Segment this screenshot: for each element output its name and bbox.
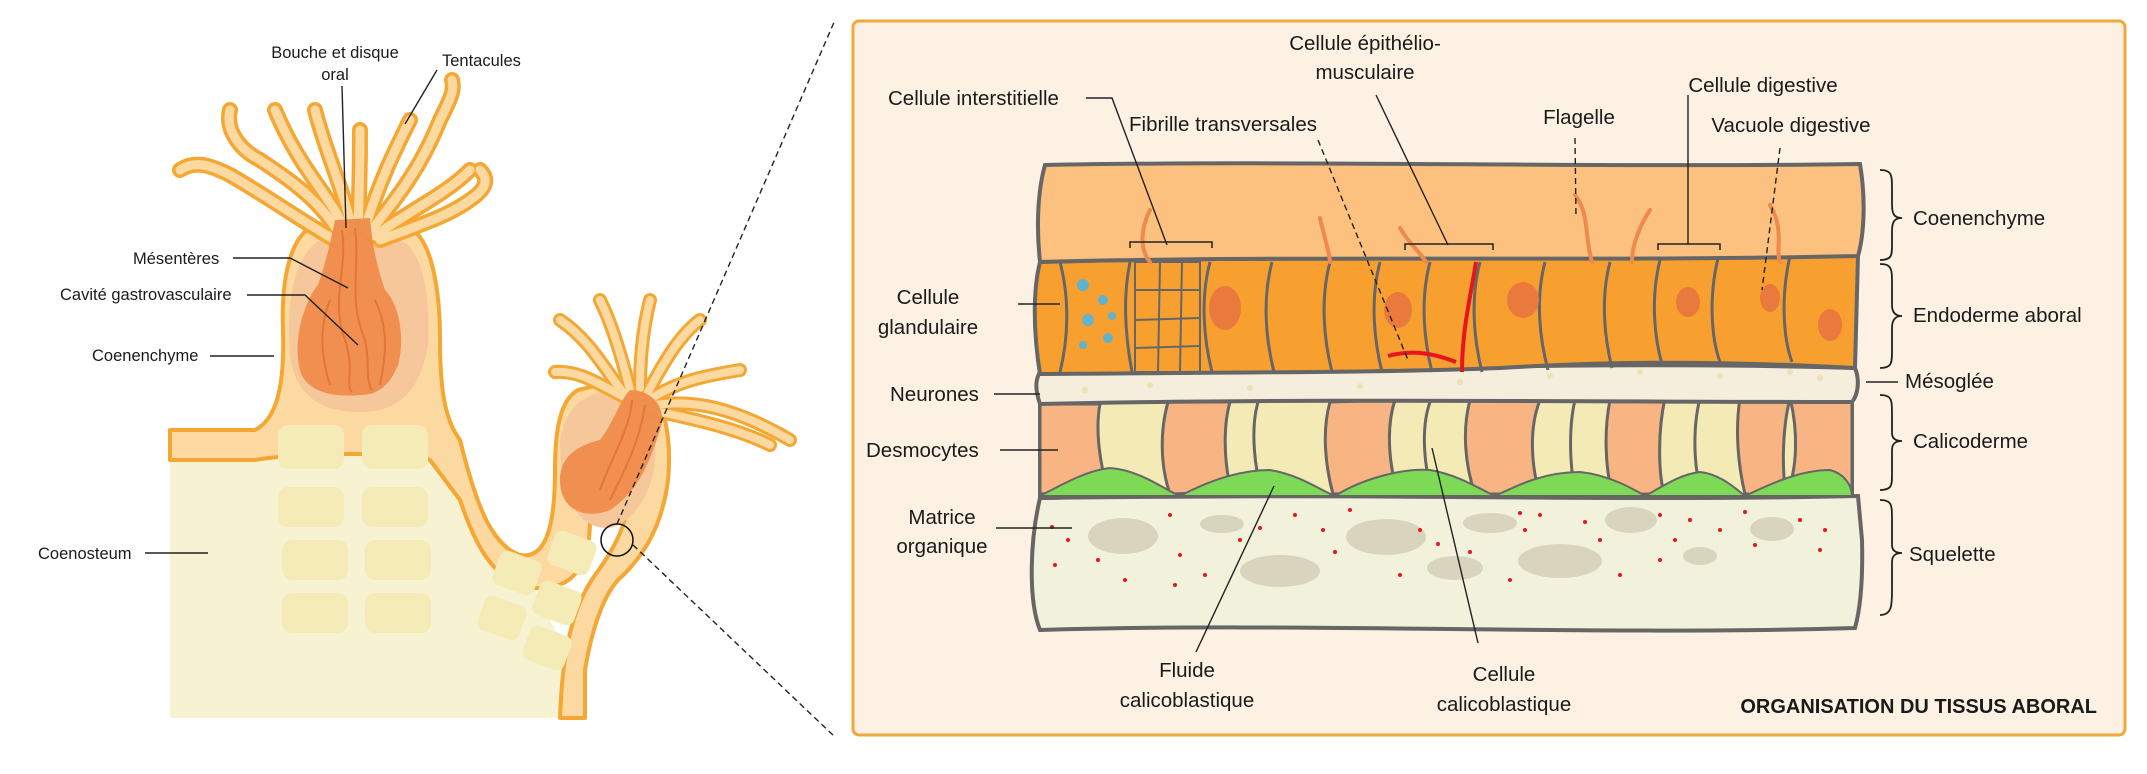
label-desmocytes: Desmocytes xyxy=(866,439,979,462)
label-digestive: Cellule digestive xyxy=(1688,74,1837,97)
mesenteries-right xyxy=(560,390,662,514)
zoom-line-top xyxy=(616,19,836,525)
cell-nuclei xyxy=(1209,282,1842,341)
label-glandulaire-2: glandulaire xyxy=(878,316,978,339)
organic-matrix-dots xyxy=(1050,508,1827,587)
skeleton-blocks xyxy=(278,425,597,671)
label-calicoblastique: Cellule xyxy=(1473,663,1536,686)
label-bouche-2: oral xyxy=(321,66,349,84)
tissue-section xyxy=(1029,161,1866,633)
layer-braces xyxy=(1879,169,1903,616)
label-mesenteres: Mésentères xyxy=(133,250,219,268)
label-coenenchyme: Coenenchyme xyxy=(92,347,198,365)
label-calicoblastique-2: calicoblastique xyxy=(1437,693,1571,716)
layer-label-mesoglee: Mésoglée xyxy=(1905,370,1994,393)
label-epithelio-2: musculaire xyxy=(1315,61,1414,84)
zoom-line-bottom xyxy=(632,544,836,738)
label-matrice: Matrice xyxy=(908,506,975,529)
label-fluide: Fluide xyxy=(1159,659,1215,682)
label-cavite: Cavité gastrovasculaire xyxy=(60,286,232,304)
interstitial-cells xyxy=(1134,261,1201,373)
label-vacuole: Vacuole digestive xyxy=(1711,114,1870,137)
panel-title: ORGANISATION DU TISSUS ABORAL xyxy=(1740,696,2097,718)
label-fibrille: Fibrille transversales xyxy=(1129,113,1317,136)
tissue-labels: Cellule interstitielle Fibrille transver… xyxy=(866,32,2097,718)
cell-brackets xyxy=(1129,241,1721,250)
label-flagelle: Flagelle xyxy=(1543,106,1615,129)
layer-label-squelette: Squelette xyxy=(1909,543,1996,566)
label-neurones: Neurones xyxy=(890,383,979,406)
gland-cell-granules xyxy=(1077,279,1116,349)
label-glandulaire: Cellule xyxy=(897,286,960,309)
label-interstitielle: Cellule interstitielle xyxy=(888,87,1059,110)
layer-label-endoderme: Endoderme aboral xyxy=(1913,304,2082,327)
tissue-leaders xyxy=(994,94,1781,653)
label-bouche: Bouche et disque xyxy=(271,44,399,62)
coral-labels: Bouche et disque oral Tentacules Mésentè… xyxy=(38,44,521,563)
label-matrice-2: organique xyxy=(896,535,987,558)
layer-label-coenenchyme: Coenenchyme xyxy=(1913,207,2045,230)
fibrils xyxy=(1387,261,1478,373)
label-coenosteum: Coenosteum xyxy=(38,545,132,563)
coral-illustration xyxy=(168,72,797,720)
calicoblastic-fluid xyxy=(1039,466,1854,498)
flagella xyxy=(1140,193,1782,264)
layer-label-calicoderme: Calicoderme xyxy=(1913,430,2028,453)
organic-matrix-blobs xyxy=(1088,507,1794,587)
label-epithelio: Cellule épithélio- xyxy=(1289,32,1441,55)
label-fluide-2: calicoblastique xyxy=(1120,689,1254,712)
label-tentacules: Tentacules xyxy=(442,52,521,70)
layer-coenenchyme xyxy=(1035,161,1866,265)
